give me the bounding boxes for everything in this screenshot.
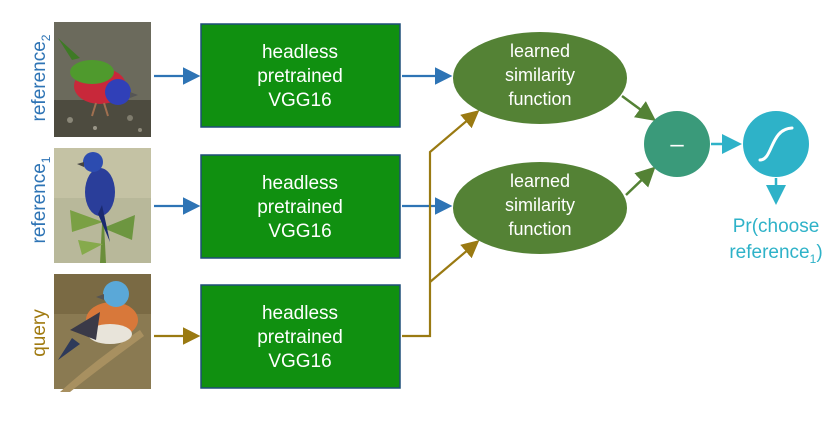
similarity-function-bottom: learned similarity function [453, 162, 627, 254]
vgg-text-line: VGG16 [268, 221, 331, 242]
side-label-reference1: reference1 [29, 156, 53, 243]
vgg-box-reference2: headless pretrained VGG16 [200, 23, 401, 128]
output-line-1: Pr(choose [733, 216, 820, 237]
arrow-query-to-similarity-bottom [429, 240, 480, 283]
similarity-function-top: learned similarity function [453, 32, 627, 124]
vgg-text-line: pretrained [257, 66, 343, 87]
lazuli-bunting-photo [54, 274, 151, 392]
vgg-box-reference1: headless pretrained VGG16 [200, 154, 401, 259]
similarity-text-line: similarity [505, 195, 575, 215]
similarity-text-line: learned [510, 171, 570, 191]
vgg-text-line: VGG16 [268, 90, 331, 111]
side-label-reference2: reference2 [29, 34, 53, 121]
painted-bunting-photo [54, 22, 151, 137]
vgg-text-line: pretrained [257, 327, 343, 348]
arrow-similarity-top-to-minus [621, 94, 657, 121]
side-label-query: query [29, 309, 50, 357]
minus-symbol: – [670, 131, 684, 158]
similarity-text-line: function [508, 89, 571, 109]
sigmoid-icon [758, 126, 794, 162]
similarity-text-line: similarity [505, 65, 575, 85]
vgg-text-line: headless [262, 173, 338, 194]
output-line-2: reference1) [729, 242, 822, 266]
vgg-text-line: headless [262, 42, 338, 63]
similarity-text-line: function [508, 219, 571, 239]
indigo-bunting-photo [54, 148, 151, 263]
minus-node: – [644, 111, 710, 177]
vgg-text-line: headless [262, 303, 338, 324]
similarity-text-line: learned [510, 41, 570, 61]
arrow-query-to-similarity-top [402, 110, 480, 338]
sigmoid-node [743, 111, 809, 177]
vgg-text-line: VGG16 [268, 351, 331, 372]
arrow-similarity-bottom-to-minus [625, 166, 656, 196]
vgg-text-line: pretrained [257, 197, 343, 218]
vgg-box-query: headless pretrained VGG16 [200, 284, 401, 389]
